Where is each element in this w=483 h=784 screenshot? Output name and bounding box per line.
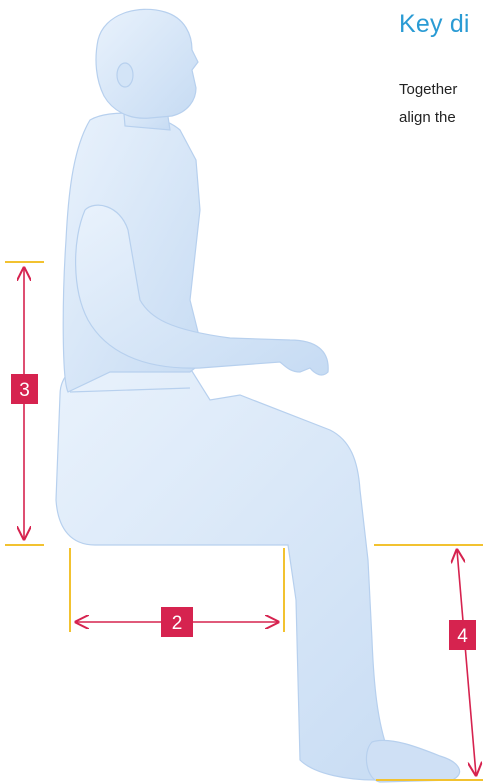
leg-shape [56,362,457,780]
marker-2: 2 [161,607,193,637]
ear-shape [117,63,133,87]
marker-3: 3 [11,374,38,404]
marker-4: 4 [449,620,476,650]
seated-person-figure [56,9,460,782]
head-shape [96,9,198,118]
marker-3-label: 3 [19,380,30,401]
arrow-4-line [457,550,476,775]
marker-4-label: 4 [457,626,468,647]
marker-2-label: 2 [172,613,183,634]
shoe-shape [366,740,459,782]
